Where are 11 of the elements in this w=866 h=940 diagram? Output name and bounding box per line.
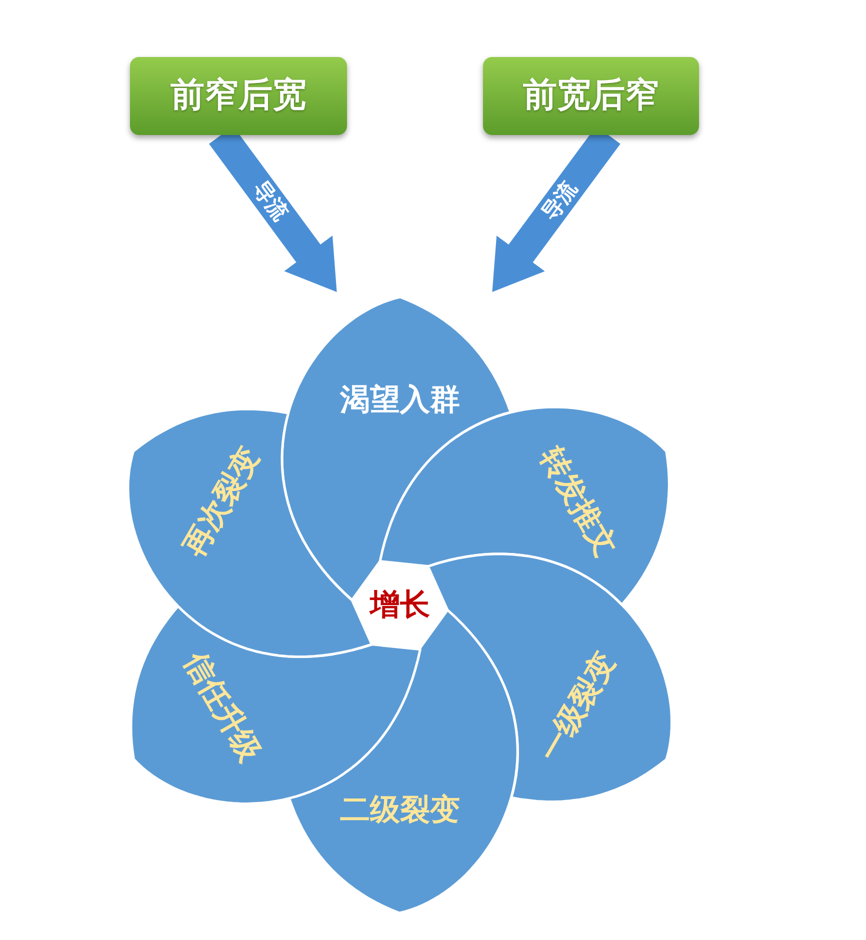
edge-label: 导流 [538,177,582,225]
petal-label: 二级裂变 [340,794,460,826]
petal-label: 渴望入群 [340,384,460,416]
edge-label: 导流 [248,177,292,225]
petal-label: 再次裂变 [178,442,267,563]
petal-label: 一级裂变 [533,647,622,768]
process-box: 前窄后宽 [130,57,347,135]
petal-label: 转发推文 [533,442,622,563]
process-box: 前宽后窄 [483,57,699,135]
petal-label: 信任升级 [178,647,267,768]
center-label: 增长 [370,588,430,622]
